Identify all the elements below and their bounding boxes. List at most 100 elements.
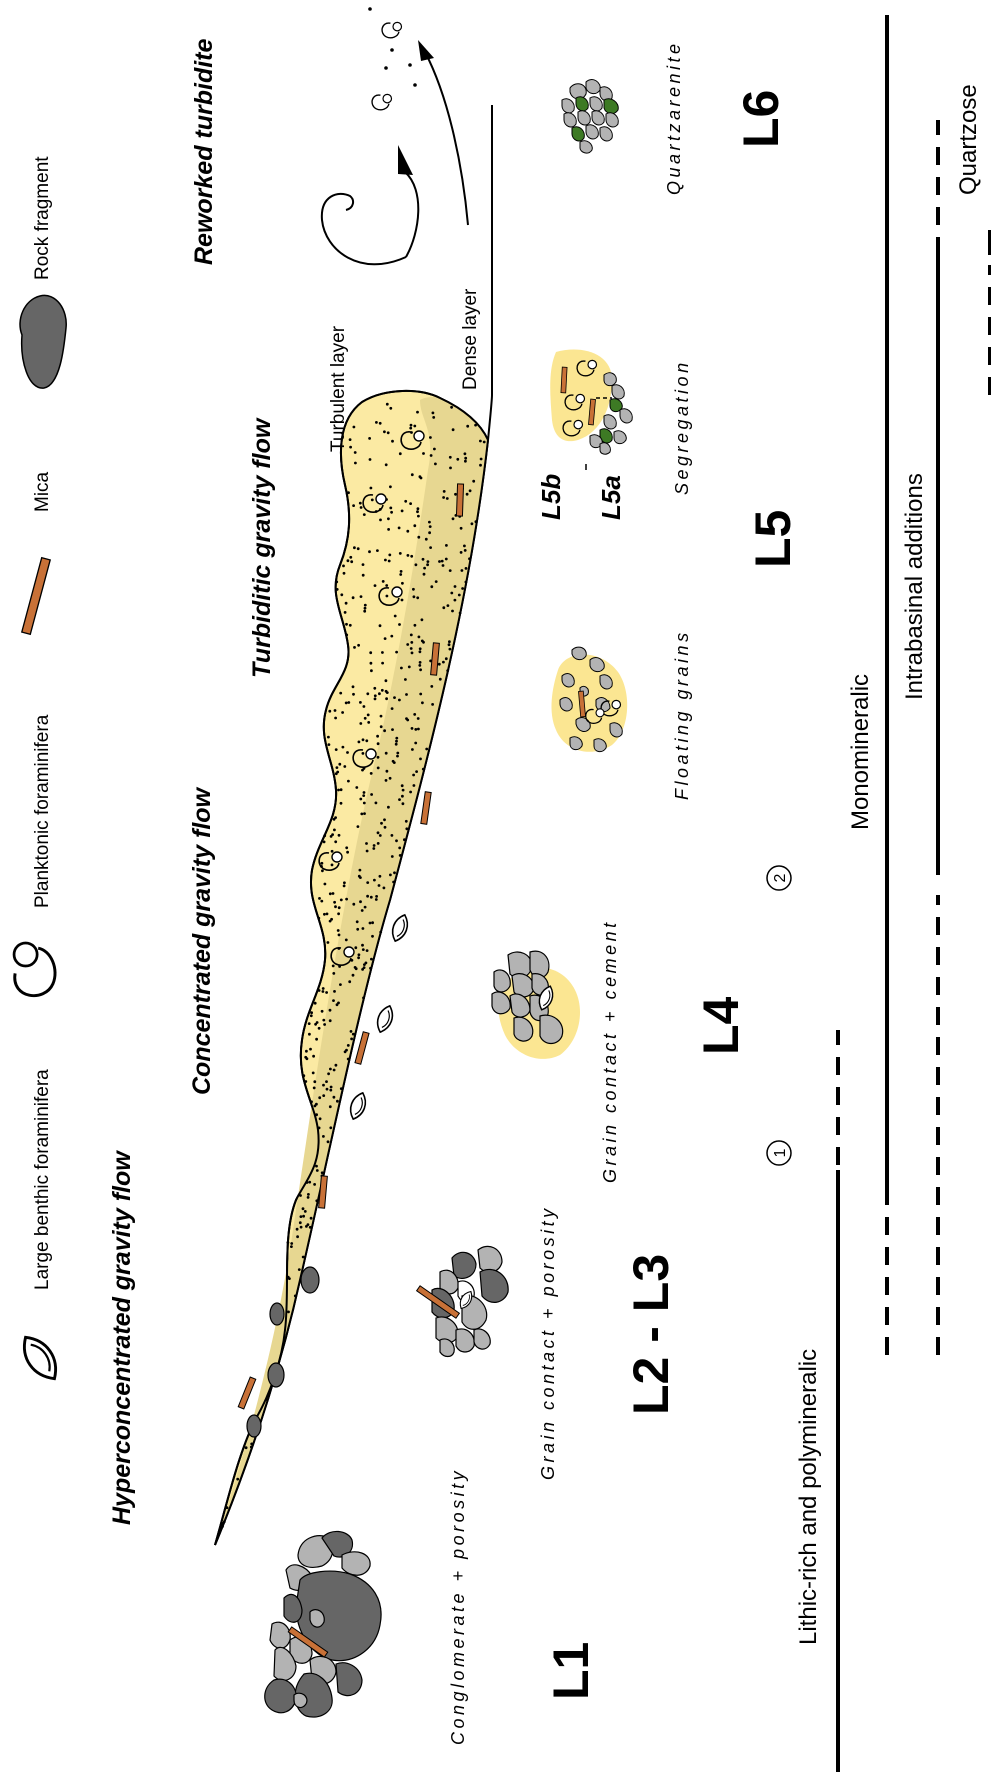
sand-dot (332, 972, 335, 975)
sand-dot (409, 502, 412, 505)
quartzarenite-label: Quartzarenite (664, 40, 684, 195)
sand-dot (374, 584, 377, 587)
sand-dot (366, 895, 369, 898)
sand-dot (442, 606, 445, 609)
sand-dot (332, 999, 335, 1002)
sand-dot (442, 496, 445, 499)
sand-dot (430, 685, 433, 688)
sand-dot (350, 560, 353, 563)
sand-dot (385, 752, 388, 755)
sand-dot (393, 761, 396, 764)
legend-rock-fragment-label: Rock fragment (32, 156, 53, 280)
sand-dot (464, 457, 467, 460)
sand-dot (322, 1084, 325, 1087)
sand-dot (334, 709, 337, 712)
sand-dot (378, 692, 381, 695)
sand-dot (403, 838, 406, 841)
sand-dot (326, 1088, 329, 1091)
sand-dot (411, 727, 414, 730)
sand-dot (350, 1030, 353, 1033)
sand-dot (312, 1055, 315, 1058)
sand-dot (336, 771, 339, 774)
sand-dot (417, 536, 420, 539)
sand-dot (377, 831, 380, 834)
grain-contact-porosity-label: Grain contact + porosity (538, 1205, 558, 1480)
sand-dot (315, 1038, 318, 1041)
sand-dot (422, 768, 425, 771)
sand-dot (327, 1140, 330, 1143)
sand-dot (340, 593, 343, 596)
sand-dot (334, 840, 337, 843)
sand-dot (416, 510, 419, 513)
sand-dot (419, 475, 422, 478)
facies-l2-l3: L2 - L3 (623, 1254, 679, 1415)
sand-dot (417, 728, 420, 731)
sand-dot (404, 678, 407, 681)
sand-dot (379, 931, 382, 934)
sand-dot (386, 403, 389, 406)
sand-dot (376, 549, 379, 552)
sand-dot (362, 997, 365, 1000)
sand-dot (413, 784, 416, 787)
sand-dot (329, 1105, 332, 1108)
sand-dot (391, 728, 394, 731)
sand-dot (439, 678, 442, 681)
sand-dot (354, 946, 357, 949)
sand-dot (391, 707, 394, 710)
sand-dot (377, 742, 380, 745)
sand-dot (321, 1171, 324, 1174)
sand-dot (357, 644, 360, 647)
sand-dot (389, 507, 392, 510)
sand-dot (399, 854, 402, 857)
sand-dot (304, 1080, 307, 1083)
sand-dot (337, 789, 340, 792)
sand-dot (337, 929, 340, 932)
sand-dot (335, 1064, 338, 1067)
sand-dot (460, 551, 463, 554)
sand-dot (330, 1086, 333, 1089)
sand-dot (352, 903, 355, 906)
sand-dot (449, 569, 452, 572)
sand-dot (359, 900, 362, 903)
sand-dot (355, 786, 358, 789)
sand-dot (399, 452, 402, 455)
sand-dot (385, 697, 388, 700)
sand-dot (320, 900, 323, 903)
sand-dot (314, 1002, 317, 1005)
sand-dot (438, 663, 441, 666)
sand-dot (362, 752, 365, 755)
sand-dot (328, 743, 331, 746)
sand-dot (347, 701, 350, 704)
sand-dot (387, 517, 390, 520)
sand-dot (306, 1057, 309, 1060)
sand-dot (359, 701, 362, 704)
sand-dot (328, 710, 331, 713)
sand-dot (465, 567, 468, 570)
sand-dot (402, 789, 405, 792)
sand-dot (433, 448, 436, 451)
sand-dot (347, 1058, 350, 1061)
sand-dot (236, 1478, 239, 1481)
sand-dot (245, 1446, 248, 1449)
arrow-head-icon (398, 145, 413, 175)
sand-dot (342, 746, 345, 749)
sand-dot (345, 602, 348, 605)
legend-mica-label: Mica (32, 471, 53, 512)
planktonic-foraminifera-icon (14, 943, 55, 996)
sand-dot (415, 770, 418, 773)
l4-grain-sketch (492, 951, 580, 1059)
sand-dot (387, 431, 390, 434)
sand-dot (383, 430, 386, 433)
sand-dot (377, 842, 380, 845)
sand-dot (370, 669, 373, 672)
sand-dot (336, 1003, 339, 1006)
sand-dot (448, 643, 451, 646)
sand-dot (411, 652, 414, 655)
sand-dot (419, 650, 422, 653)
sand-dot (360, 813, 363, 816)
sand-dot (302, 1215, 305, 1218)
sand-dot (398, 847, 401, 850)
sand-dot (352, 596, 355, 599)
sand-dot (365, 842, 368, 845)
sand-dot (479, 464, 482, 467)
